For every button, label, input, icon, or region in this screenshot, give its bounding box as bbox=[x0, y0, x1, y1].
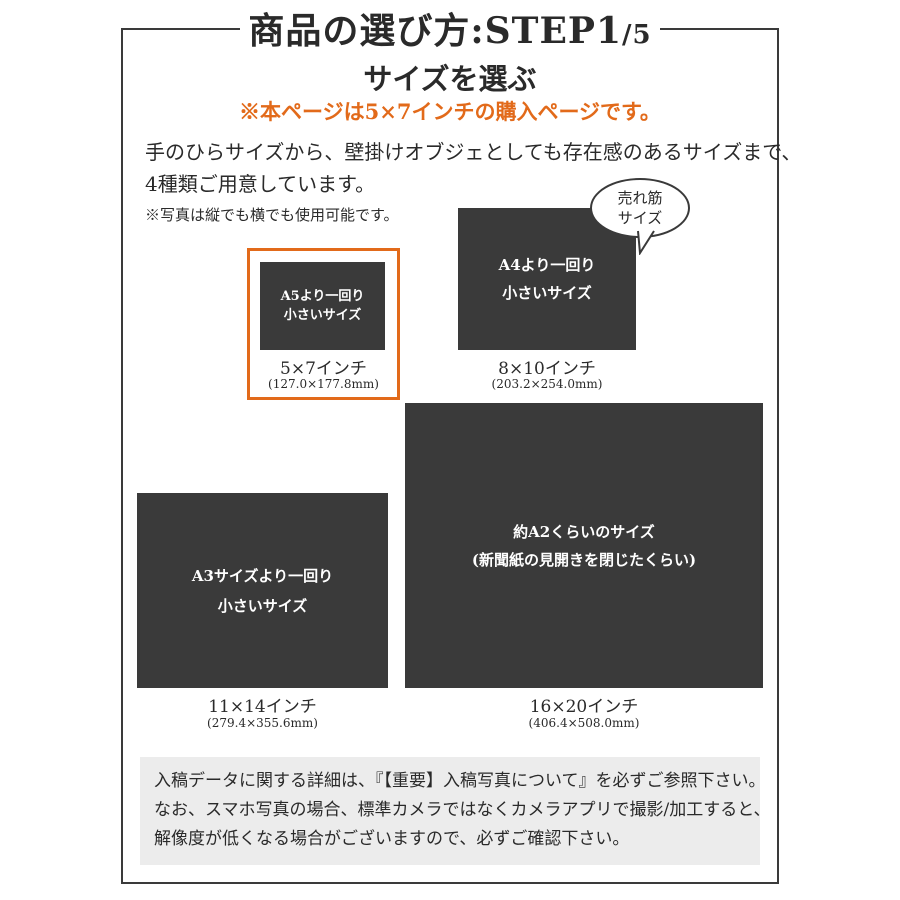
size-panel-line-1: A4より一回り bbox=[498, 256, 596, 274]
size-panel-11x14[interactable]: A3サイズより一回り 小さいサイズ bbox=[137, 493, 388, 688]
description: 手のひらサイズから、壁掛けオブジェとしても存在感のあるサイズまで、 4種類ご用意… bbox=[145, 136, 802, 200]
size-panel-line-1: 約A2くらいのサイズ bbox=[513, 522, 655, 541]
size-panel-line-2: (新聞紙の見開きを閉じたくらい) bbox=[471, 550, 697, 569]
orientation-note: ※写真は縦でも横でも使用可能です。 bbox=[145, 206, 399, 224]
info-line-3: 解像度が低くなる場合がございますので、必ずご確認下さい。 bbox=[154, 829, 630, 849]
page-title: 商品の選び方:STEP1/5 bbox=[240, 8, 660, 58]
title-main: 商品の選び方:STEP1 bbox=[248, 10, 623, 52]
size-panel-line-1: A5より一回り bbox=[280, 289, 365, 304]
title-wrap: 商品の選び方:STEP1/5 bbox=[0, 8, 900, 58]
title-step-total: /5 bbox=[622, 20, 652, 50]
speech-bubble-tail-icon bbox=[637, 229, 656, 255]
selected-size-highlight[interactable] bbox=[247, 248, 400, 400]
size-panel-8x10[interactable]: A4より一回り 小さいサイズ bbox=[458, 208, 636, 350]
purchase-notice: ※本ページは5×7インチの購入ページです。 bbox=[239, 99, 661, 124]
page-subtitle: サイズを選ぶ bbox=[363, 62, 537, 96]
size-label-8x10: 8×10インチ bbox=[498, 359, 596, 379]
badge-line-2: サイズ bbox=[617, 209, 663, 227]
size-label-11x14: 11×14インチ bbox=[208, 697, 317, 717]
badge-line-1: 売れ筋 bbox=[617, 189, 663, 207]
size-panel-line-1: A3サイズより一回り bbox=[191, 566, 334, 585]
size-mm-8x10: (203.2×254.0mm) bbox=[491, 377, 603, 391]
size-label-16x20: 16×20インチ bbox=[529, 697, 639, 717]
info-line-2: なお、スマホ写真の場合、標準カメラではなくカメラアプリで撮影/加工すると、 bbox=[154, 800, 771, 820]
size-panel-line-2: 小さいサイズ bbox=[502, 284, 592, 302]
size-panel-16x20[interactable]: 約A2くらいのサイズ (新聞紙の見開きを閉じたくらい) bbox=[405, 403, 763, 688]
description-line-2: 4種類ご用意しています。 bbox=[145, 172, 376, 196]
size-mm-11x14: (279.4×355.6mm) bbox=[207, 716, 318, 730]
size-panel-5x7[interactable]: A5より一回り 小さいサイズ bbox=[260, 262, 385, 350]
size-panel-line-2: 小さいサイズ bbox=[283, 308, 362, 323]
upload-info-box: 入稿データに関する詳細は、『【重要】入稿写真について』を必ずご参照下さい。 なお… bbox=[140, 757, 771, 865]
size-label-5x7: 5×7インチ bbox=[280, 359, 367, 379]
size-mm-16x20: (406.4×508.0mm) bbox=[528, 716, 640, 730]
info-line-1: 入稿データに関する詳細は、『【重要】入稿写真について』を必ずご参照下さい。 bbox=[154, 771, 766, 791]
description-line-1: 手のひらサイズから、壁掛けオブジェとしても存在感のあるサイズまで、 bbox=[145, 140, 802, 164]
size-mm-5x7: (127.0×177.8mm) bbox=[268, 377, 379, 391]
size-panel-line-2: 小さいサイズ bbox=[217, 596, 308, 615]
